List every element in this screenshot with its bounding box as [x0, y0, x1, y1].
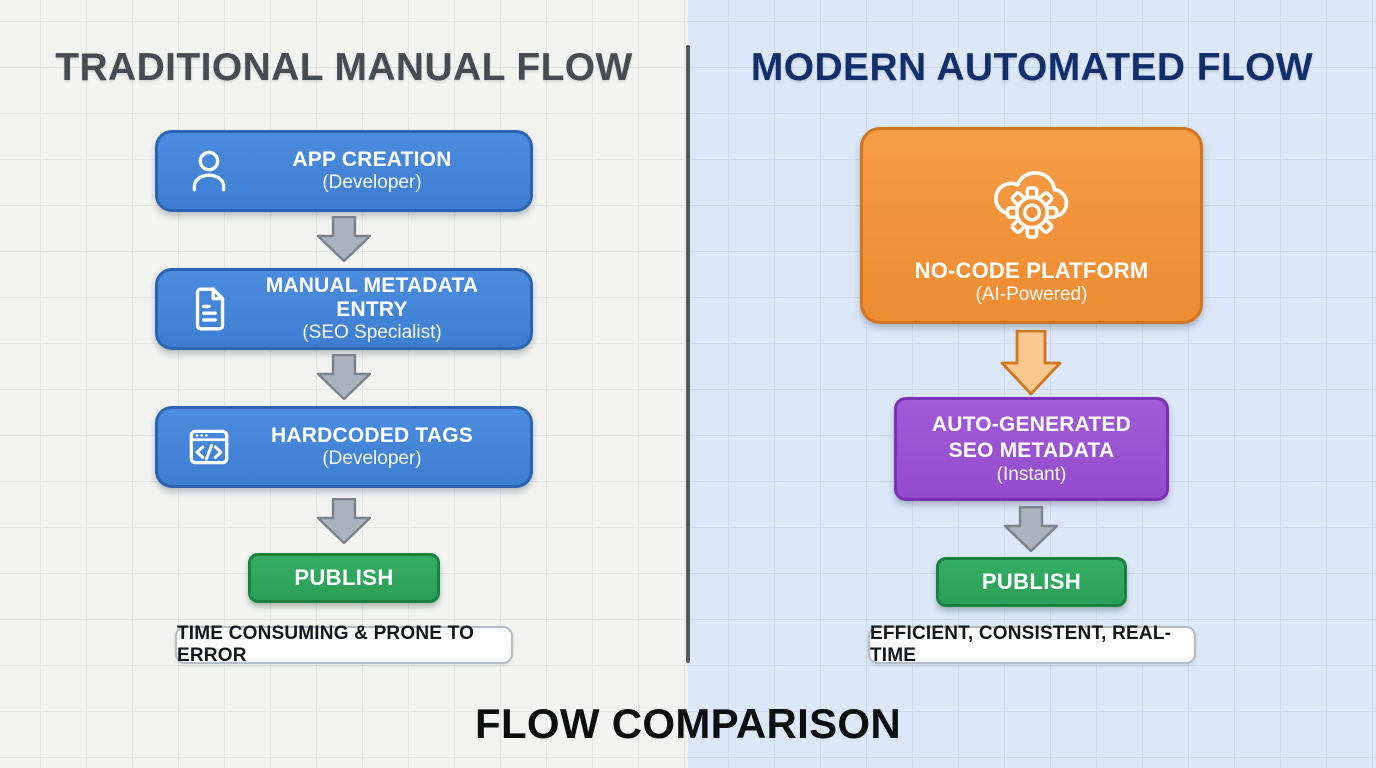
arrow-down-icon — [316, 498, 372, 544]
arrow-down-icon — [316, 216, 372, 262]
step-subtitle: (AI-Powered) — [975, 284, 1088, 305]
automated-flow-caption: EFFICIENT, CONSISTENT, REAL-TIME — [868, 623, 1196, 666]
step-app-creation: APP CREATION (Developer) — [155, 130, 533, 212]
code-window-icon — [184, 422, 240, 472]
step-title: HARDCODED TAGS — [271, 424, 473, 447]
step-subtitle: (Developer) — [322, 448, 422, 469]
cloud-gear-icon — [982, 150, 1082, 250]
person-icon — [184, 146, 240, 196]
diagram-title: FLOW COMPARISON — [474, 700, 902, 747]
document-icon — [184, 284, 240, 334]
step-auto-generated-metadata: AUTO-GENERATED SEO METADATA (Instant) — [894, 397, 1169, 501]
publish-node-left: PUBLISH — [248, 553, 440, 603]
step-subtitle: (SEO Specialist) — [302, 322, 442, 343]
step-title-line1: AUTO-GENERATED — [931, 413, 1132, 436]
step-hardcoded-tags: HARDCODED TAGS (Developer) — [155, 406, 533, 488]
step-subtitle: (Developer) — [322, 172, 422, 193]
step-title-line2: SEO METADATA — [948, 439, 1115, 462]
step-no-code-platform: NO-CODE PLATFORM (AI-Powered) — [860, 127, 1203, 324]
panel-divider — [686, 45, 690, 663]
automated-flow-title: MODERN AUTOMATED FLOW — [750, 46, 1314, 89]
traditional-flow-caption: TIME CONSUMING & PRONE TO ERROR — [175, 623, 513, 666]
step-manual-metadata: MANUAL METADATA ENTRY (SEO Specialist) — [155, 268, 533, 350]
publish-node-right: PUBLISH — [936, 557, 1127, 607]
step-title: NO-CODE PLATFORM — [914, 258, 1149, 283]
traditional-flow-title: TRADITIONAL MANUAL FLOW — [55, 46, 633, 89]
step-title: MANUAL METADATA ENTRY — [265, 274, 479, 321]
arrow-down-icon — [316, 354, 372, 400]
arrow-down-icon — [1003, 506, 1059, 552]
step-title: APP CREATION — [292, 148, 452, 171]
orange-arrow-down-icon — [1000, 330, 1062, 396]
step-subtitle: (Instant) — [996, 464, 1067, 485]
